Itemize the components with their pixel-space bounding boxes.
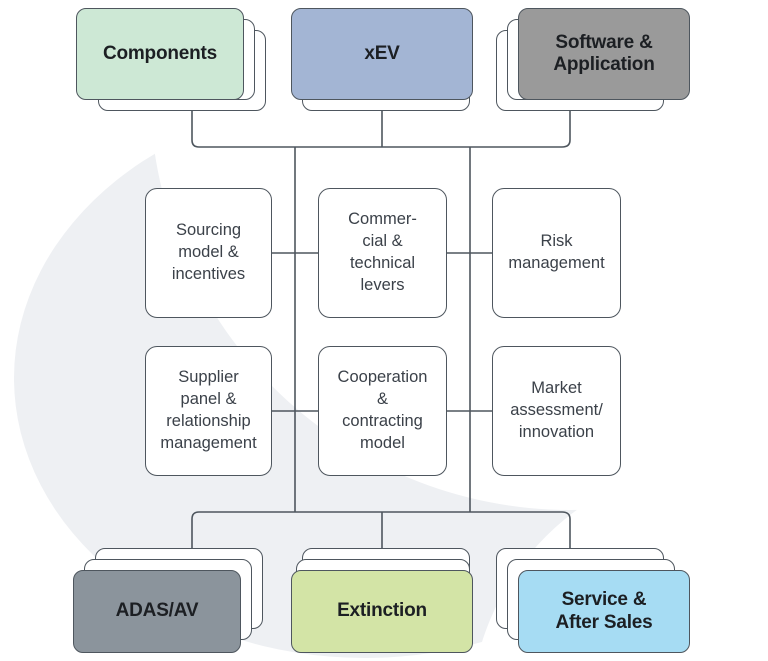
xev-card[interactable]: xEV <box>291 8 473 100</box>
node-components[interactable]: Components <box>76 8 271 111</box>
sourcing-model-incentives-label: Sourcing model & incentives <box>171 221 246 283</box>
supplier-panel-relationship-management-label: Supplier panel & relationship management <box>160 368 257 452</box>
cooperation-contracting-model-label: Cooperation & contracting model <box>337 368 428 452</box>
market-assessment-innovation-label: Market assessment/ innovation <box>510 379 603 441</box>
node-software-application[interactable]: Software & Application <box>496 8 696 111</box>
box-risk-management[interactable]: Risk management <box>492 188 621 318</box>
box-commercial-technical-levers[interactable]: Commer- cial & technical levers <box>318 188 447 318</box>
box-cooperation-contracting-model[interactable]: Cooperation & contracting model <box>318 346 447 476</box>
box-supplier-panel-relationship-management[interactable]: Supplier panel & relationship management <box>145 346 272 476</box>
node-service-after-sales[interactable]: Service & After Sales <box>496 548 696 653</box>
node-adas-av[interactable]: ADAS/AV <box>73 548 273 653</box>
service-after-sales-label: Service & After Sales <box>555 589 653 633</box>
node-xev[interactable]: xEV <box>291 8 486 111</box>
adas-av-label: ADAS/AV <box>115 600 199 622</box>
software-application-card[interactable]: Software & Application <box>518 8 690 100</box>
extinction-card[interactable]: Extinction <box>291 570 473 653</box>
xev-label: xEV <box>364 42 400 64</box>
node-extinction[interactable]: Extinction <box>291 548 486 653</box>
adas-av-card[interactable]: ADAS/AV <box>73 570 241 653</box>
components-card[interactable]: Components <box>76 8 244 100</box>
box-sourcing-model-incentives[interactable]: Sourcing model & incentives <box>145 188 272 318</box>
software-application-label: Software & Application <box>553 31 655 75</box>
components-label: Components <box>102 42 218 64</box>
service-after-sales-card[interactable]: Service & After Sales <box>518 570 690 653</box>
bottom-bus-line <box>191 511 571 548</box>
box-market-assessment-innovation[interactable]: Market assessment/ innovation <box>492 346 621 476</box>
extinction-label: Extinction <box>337 600 427 622</box>
risk-management-label: Risk management <box>508 232 605 272</box>
top-bus-line <box>191 110 571 148</box>
commercial-technical-levers-label: Commer- cial & technical levers <box>348 210 417 294</box>
